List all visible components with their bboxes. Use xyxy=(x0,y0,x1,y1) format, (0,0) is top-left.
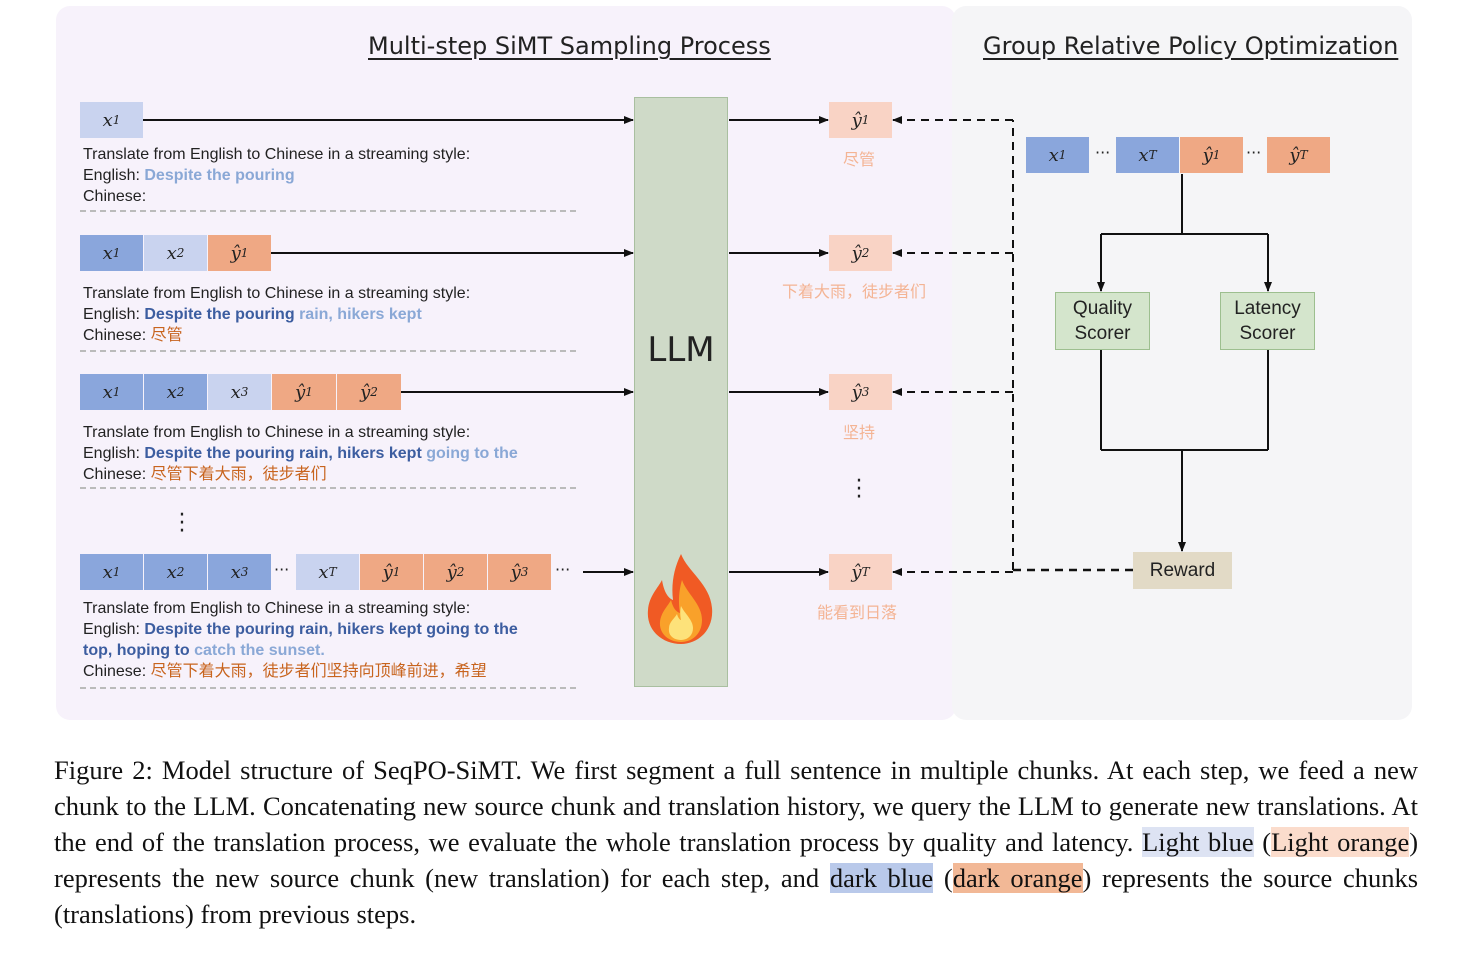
output-text-1: 尽管 xyxy=(843,152,876,169)
sampling-process-title: Multi-step SiMT Sampling Process xyxy=(368,32,771,60)
vertical-ellipsis: ··· xyxy=(178,503,186,544)
figure-caption: Figure 2: Model structure of SeqPO-SiMT.… xyxy=(54,755,1419,929)
ellipsis: ··· xyxy=(1095,143,1111,162)
grpo-panel xyxy=(952,6,1412,720)
output-text-T: 能看到日落 xyxy=(817,605,898,622)
step-separator xyxy=(80,487,576,489)
ellipsis: ··· xyxy=(1246,143,1262,162)
output-text-3: 坚持 xyxy=(843,425,876,442)
ellipsis: ··· xyxy=(555,560,571,579)
output-text-2: 下着大雨，徒步者们 xyxy=(782,284,927,301)
grpo-title: Group Relative Policy Optimization xyxy=(983,32,1399,60)
ellipsis: ··· xyxy=(274,560,290,579)
sampling-process-panel xyxy=(56,6,956,720)
llm-label: LLM xyxy=(647,330,715,370)
prompt-step-1: Translate from English to Chinese in a s… xyxy=(83,146,471,205)
reward-box: Reward xyxy=(1133,552,1232,589)
fire-icon xyxy=(647,554,713,644)
vertical-ellipsis: ··· xyxy=(855,469,863,510)
prompt-step-T: Translate from English to Chinese in a s… xyxy=(83,600,518,680)
step-separator xyxy=(80,350,576,352)
prompt-step-2: Translate from English to Chinese in a s… xyxy=(83,285,471,344)
step-separator xyxy=(80,210,576,212)
step-separator xyxy=(80,687,576,689)
prompt-step-3: Translate from English to Chinese in a s… xyxy=(83,424,518,483)
